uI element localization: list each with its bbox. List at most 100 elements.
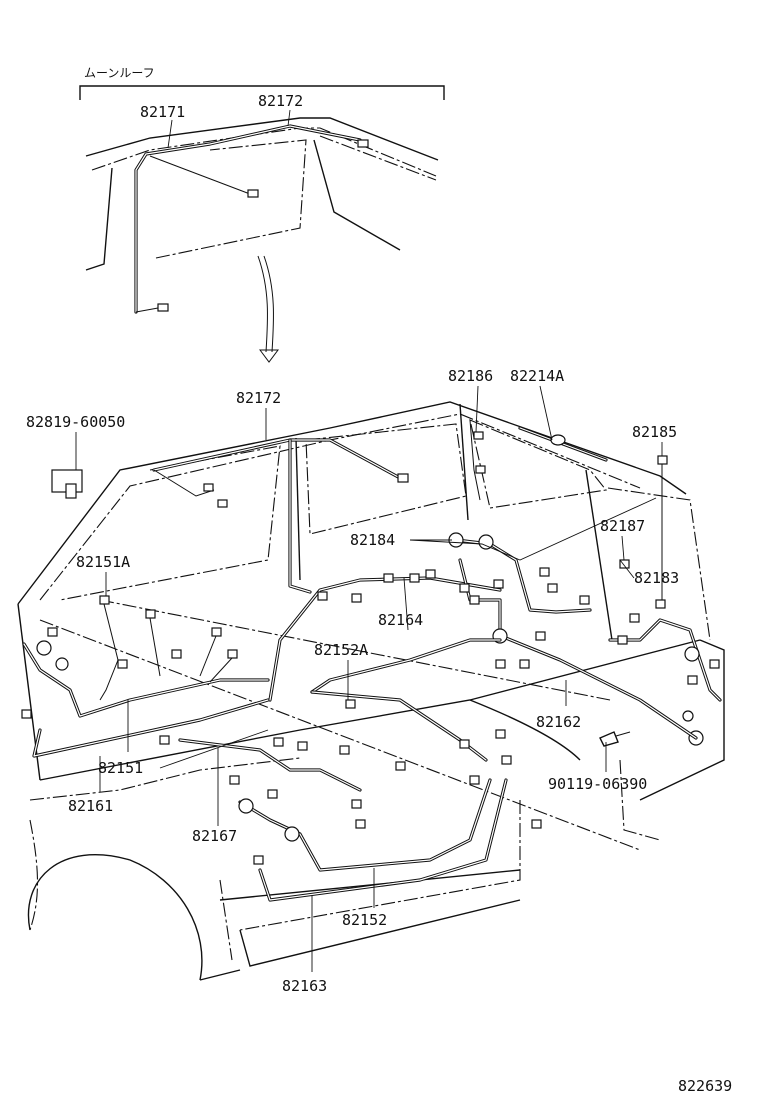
connector — [229, 775, 240, 785]
connector — [357, 139, 369, 148]
connector — [345, 699, 356, 709]
connector — [397, 473, 409, 483]
roof-inner-line — [39, 413, 641, 601]
connector — [687, 675, 698, 685]
connector — [339, 745, 350, 755]
c-pillar — [459, 403, 469, 521]
connector — [655, 599, 666, 609]
connector — [535, 631, 546, 641]
connector — [473, 431, 484, 440]
connector — [469, 775, 480, 785]
connector — [519, 659, 530, 669]
callout-82152A: 82152A — [314, 641, 368, 659]
connector — [203, 483, 214, 492]
callout-82184: 82184 — [350, 531, 395, 549]
connector — [539, 567, 550, 577]
connector — [117, 659, 128, 669]
inset-arrow-head — [259, 349, 279, 363]
callout-82183: 82183 — [634, 569, 679, 587]
moonroof-branch — [149, 155, 251, 195]
connector — [657, 455, 668, 465]
d-pillar — [585, 469, 613, 641]
grommet — [682, 710, 694, 722]
inset-rear-pillar — [313, 139, 401, 251]
grommet — [238, 798, 254, 814]
connector — [579, 595, 590, 605]
vehicle-body — [17, 401, 725, 981]
callouts: 82172 82186 82214A 82185 82819-60050 821… — [26, 367, 732, 1095]
connector — [459, 739, 470, 749]
connector — [247, 189, 259, 198]
bolt-90119 — [599, 731, 619, 747]
callout-82164: 82164 — [378, 611, 423, 629]
connector — [531, 819, 542, 829]
connector — [619, 559, 630, 569]
grommet — [684, 646, 700, 662]
inset-roof-inner — [91, 127, 437, 177]
connector — [383, 573, 394, 583]
callout-82151: 82151 — [98, 759, 143, 777]
callout-82186: 82186 — [448, 367, 493, 385]
leader-82164 — [403, 577, 409, 631]
moonroof-harness-wire — [134, 124, 362, 314]
connector — [501, 755, 512, 765]
moonroof-bracket — [79, 85, 445, 100]
sill-dash — [239, 800, 521, 931]
callout-82162: 82162 — [536, 713, 581, 731]
floor-line-a — [39, 619, 641, 851]
callout-90119-06390: 90119-06390 — [548, 775, 647, 793]
inset-rear-line — [319, 135, 437, 181]
callout-82167: 82167 — [192, 827, 237, 845]
leader-82172-top — [287, 109, 291, 127]
harness-wires — [21, 419, 722, 902]
grommet — [478, 534, 494, 550]
callout-82161: 82161 — [68, 797, 113, 815]
connector — [351, 593, 362, 603]
connector — [227, 649, 238, 659]
connector — [409, 573, 420, 583]
connector — [495, 729, 506, 739]
connector — [297, 741, 308, 751]
grommet — [36, 640, 52, 656]
connector — [475, 465, 486, 474]
callout-82214A: 82214A — [510, 367, 564, 385]
front-edge — [17, 603, 41, 781]
floor-line-b — [99, 599, 611, 701]
front-window — [59, 445, 281, 601]
connector — [157, 303, 169, 312]
connector — [171, 649, 182, 659]
callout-82187: 82187 — [600, 517, 645, 535]
moonroof-inset: ムーンルーフ 82171 82172 — [79, 66, 445, 363]
middle-window — [305, 423, 467, 535]
connector — [355, 819, 366, 829]
connector — [617, 635, 628, 645]
grommet — [284, 826, 300, 842]
inset-window — [155, 139, 307, 259]
connector — [253, 855, 264, 865]
grommet — [55, 657, 69, 671]
leader-82186 — [475, 385, 479, 433]
connector — [493, 579, 504, 589]
inset-roof-line — [85, 117, 439, 161]
moonroof-label: ムーンルーフ — [84, 66, 155, 80]
connector — [547, 583, 558, 593]
rear-side-window — [469, 419, 608, 509]
callout-82163: 82163 — [282, 977, 327, 995]
connector — [459, 583, 470, 593]
connector — [211, 627, 222, 637]
leader-82187 — [621, 535, 625, 561]
connector — [351, 799, 362, 809]
connector — [99, 595, 110, 605]
front-wheel-arch — [27, 854, 203, 981]
leader-82214A — [539, 385, 553, 441]
leader-82184-b — [409, 497, 657, 561]
sill-bottom — [239, 899, 521, 967]
connector — [629, 613, 640, 623]
connector — [425, 569, 436, 579]
diagram-id: 822639 — [678, 1077, 732, 1095]
lower-body-line — [29, 757, 301, 801]
roof-outline — [17, 401, 687, 605]
connector — [267, 789, 278, 799]
callout-82171: 82171 — [140, 103, 185, 121]
